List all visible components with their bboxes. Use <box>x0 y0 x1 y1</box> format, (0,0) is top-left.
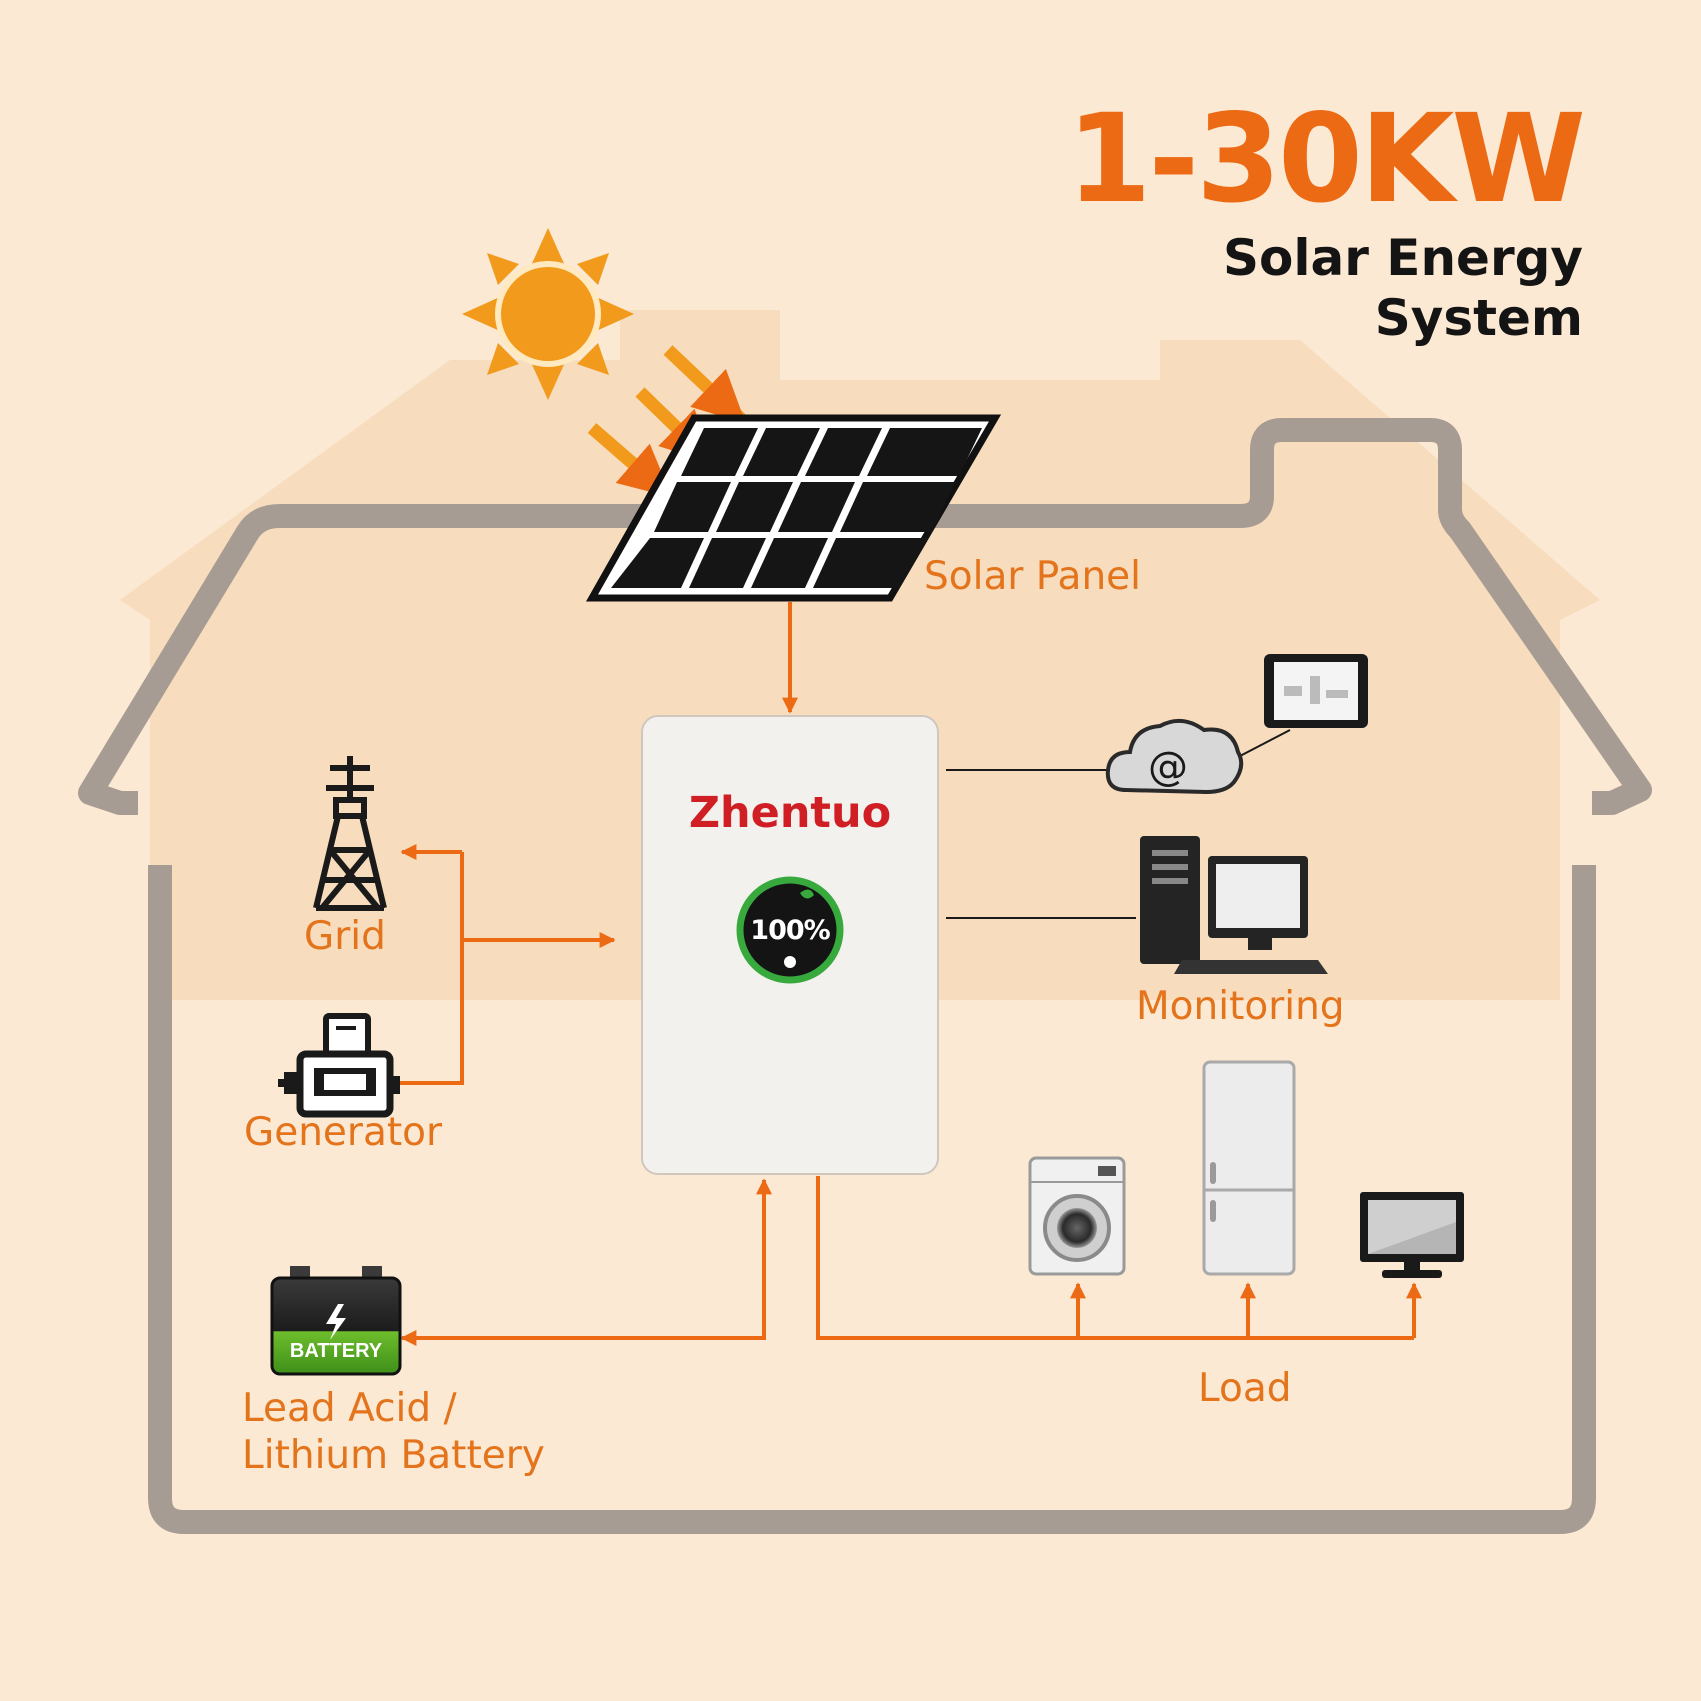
label-battery-line-2: Lithium Battery <box>242 1432 545 1478</box>
cloud-icon: @ <box>1105 718 1244 795</box>
sun-icon <box>462 228 634 400</box>
inverter-unit <box>641 715 939 1175</box>
battery-icon: BATTERY <box>270 1266 402 1376</box>
desktop-computer-icon <box>1140 836 1328 974</box>
solar-panel-icon <box>585 414 1002 602</box>
subtitle-line-2: System <box>1374 289 1583 347</box>
generator-icon <box>278 1013 400 1118</box>
load-connectors <box>816 1176 1422 1340</box>
label-solar-panel: Solar Panel <box>924 554 1141 599</box>
label-generator: Generator <box>244 1110 443 1155</box>
source-connectors <box>400 844 616 1085</box>
inverter-badge-text: 100% <box>750 915 830 946</box>
house-walls <box>148 865 1596 1534</box>
monitoring-connectors <box>946 729 1291 919</box>
cloud-symbol: @ <box>1148 744 1188 790</box>
television-icon <box>1360 1192 1464 1278</box>
inverter-badge <box>736 876 844 984</box>
tablet-icon <box>1264 654 1368 728</box>
background-house <box>120 310 1600 1000</box>
label-load: Load <box>1198 1366 1292 1411</box>
label-grid: Grid <box>304 914 386 959</box>
label-battery: Lead Acid / Lithium Battery <box>242 1386 545 1480</box>
label-battery-line-1: Lead Acid / <box>242 1386 457 1431</box>
house-outline <box>78 418 1652 815</box>
label-monitoring: Monitoring <box>1136 984 1345 1029</box>
inverter-brand: Zhentuo <box>688 788 892 838</box>
battery-connector <box>400 1178 772 1346</box>
system-subtitle: Solar Energy System <box>1223 228 1583 348</box>
grid-tower-icon <box>313 756 387 911</box>
battery-icon-text: BATTERY <box>290 1340 383 1362</box>
subtitle-line-1: Solar Energy <box>1222 229 1583 287</box>
washing-machine-icon <box>1028 1156 1126 1276</box>
refrigerator-icon <box>1202 1060 1296 1276</box>
capacity-title: 1-30KW <box>1066 88 1586 230</box>
